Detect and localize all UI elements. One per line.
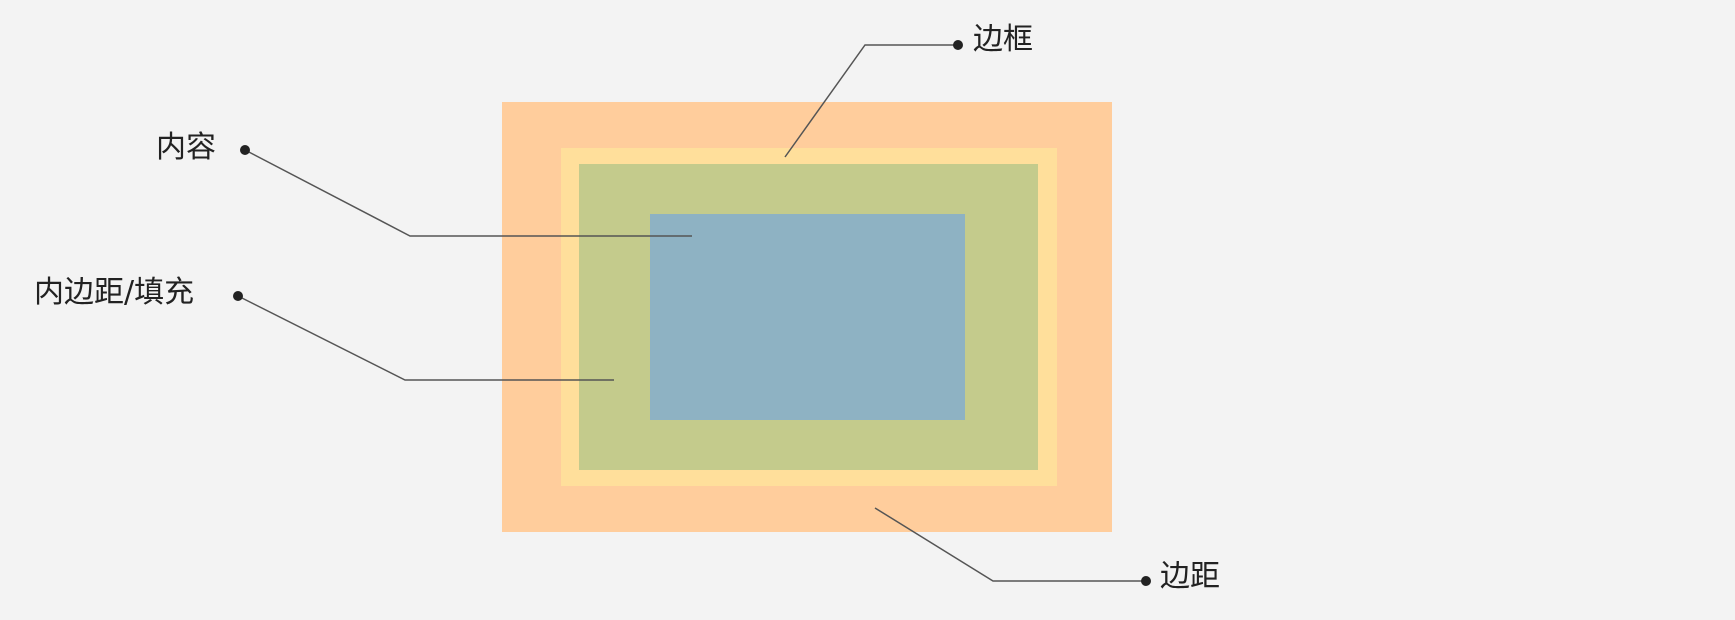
margin-leader-dot (1141, 576, 1151, 586)
content-area (650, 214, 965, 420)
content-leader-line (244, 149, 692, 237)
content-leader-dot (240, 145, 250, 155)
margin-label: 边距 (1160, 559, 1220, 594)
content-label: 内容 (156, 130, 216, 165)
border-leader-dot (953, 40, 963, 50)
padding-label: 内边距/填充 (34, 275, 195, 310)
margin-leader-line (874, 507, 1146, 582)
border-label: 边框 (973, 22, 1033, 57)
padding-leader-line (237, 295, 614, 381)
border-leader-line (784, 44, 958, 158)
padding-leader-dot (233, 291, 243, 301)
